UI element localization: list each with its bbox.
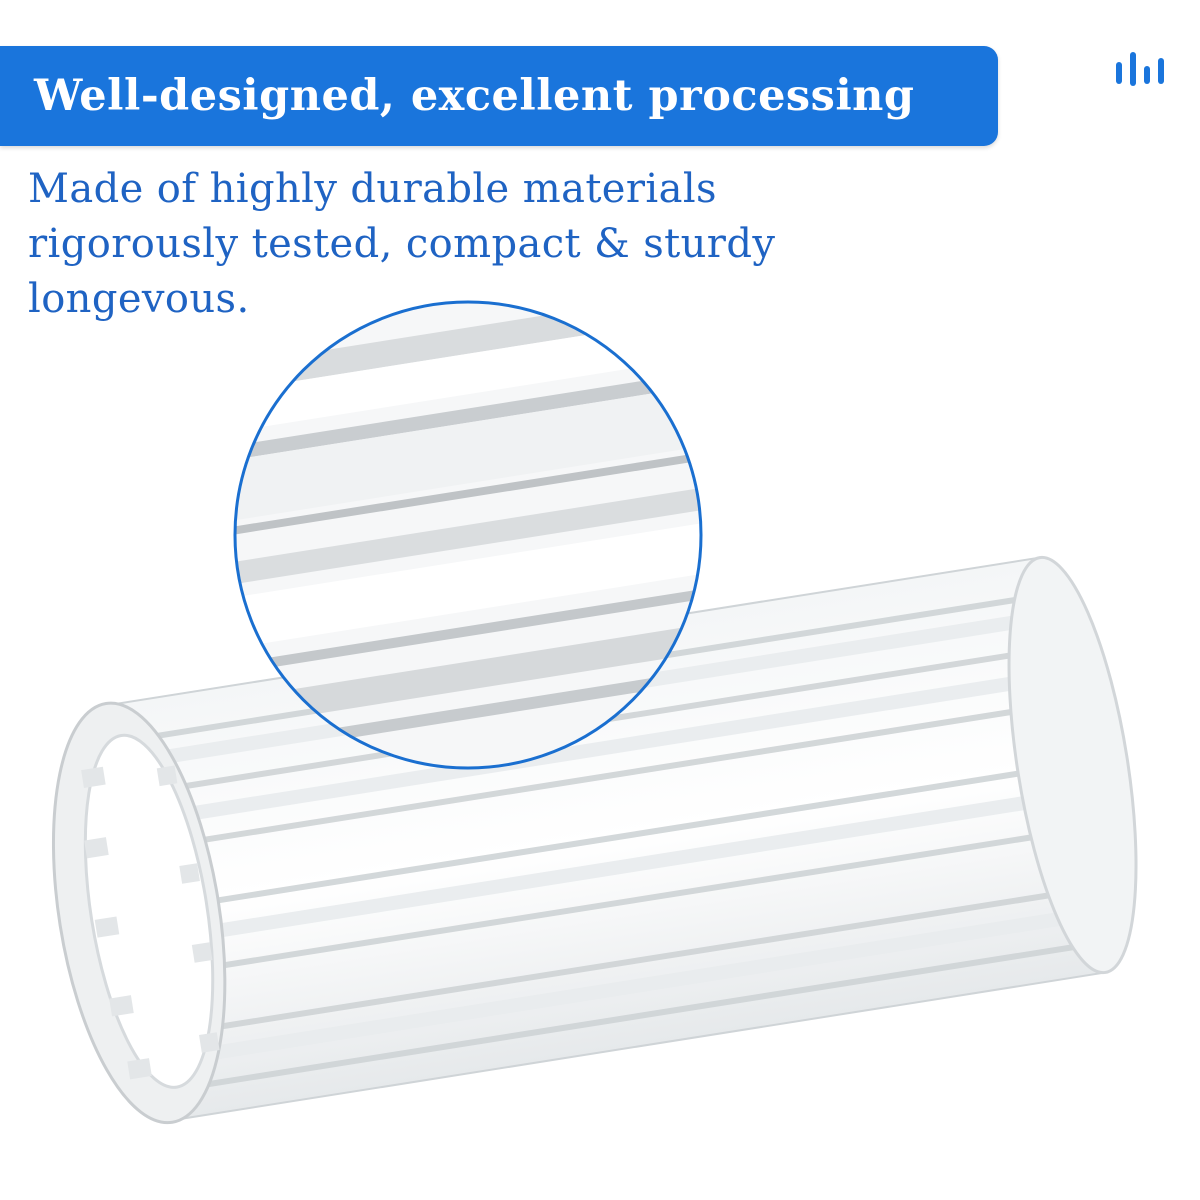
description-line: Made of highly durable materials <box>28 166 717 212</box>
product-description: Made of highly durable materials rigorou… <box>28 162 908 327</box>
magnified-detail-circle <box>233 300 703 770</box>
description-line: rigorously tested, compact & sturdy <box>28 221 776 267</box>
bar-logo-icon <box>1116 52 1164 86</box>
description-line: longevous. <box>28 276 250 322</box>
header-banner: Well-designed, excellent processing <box>0 46 998 146</box>
banner-title: Well-designed, excellent processing <box>34 71 915 121</box>
